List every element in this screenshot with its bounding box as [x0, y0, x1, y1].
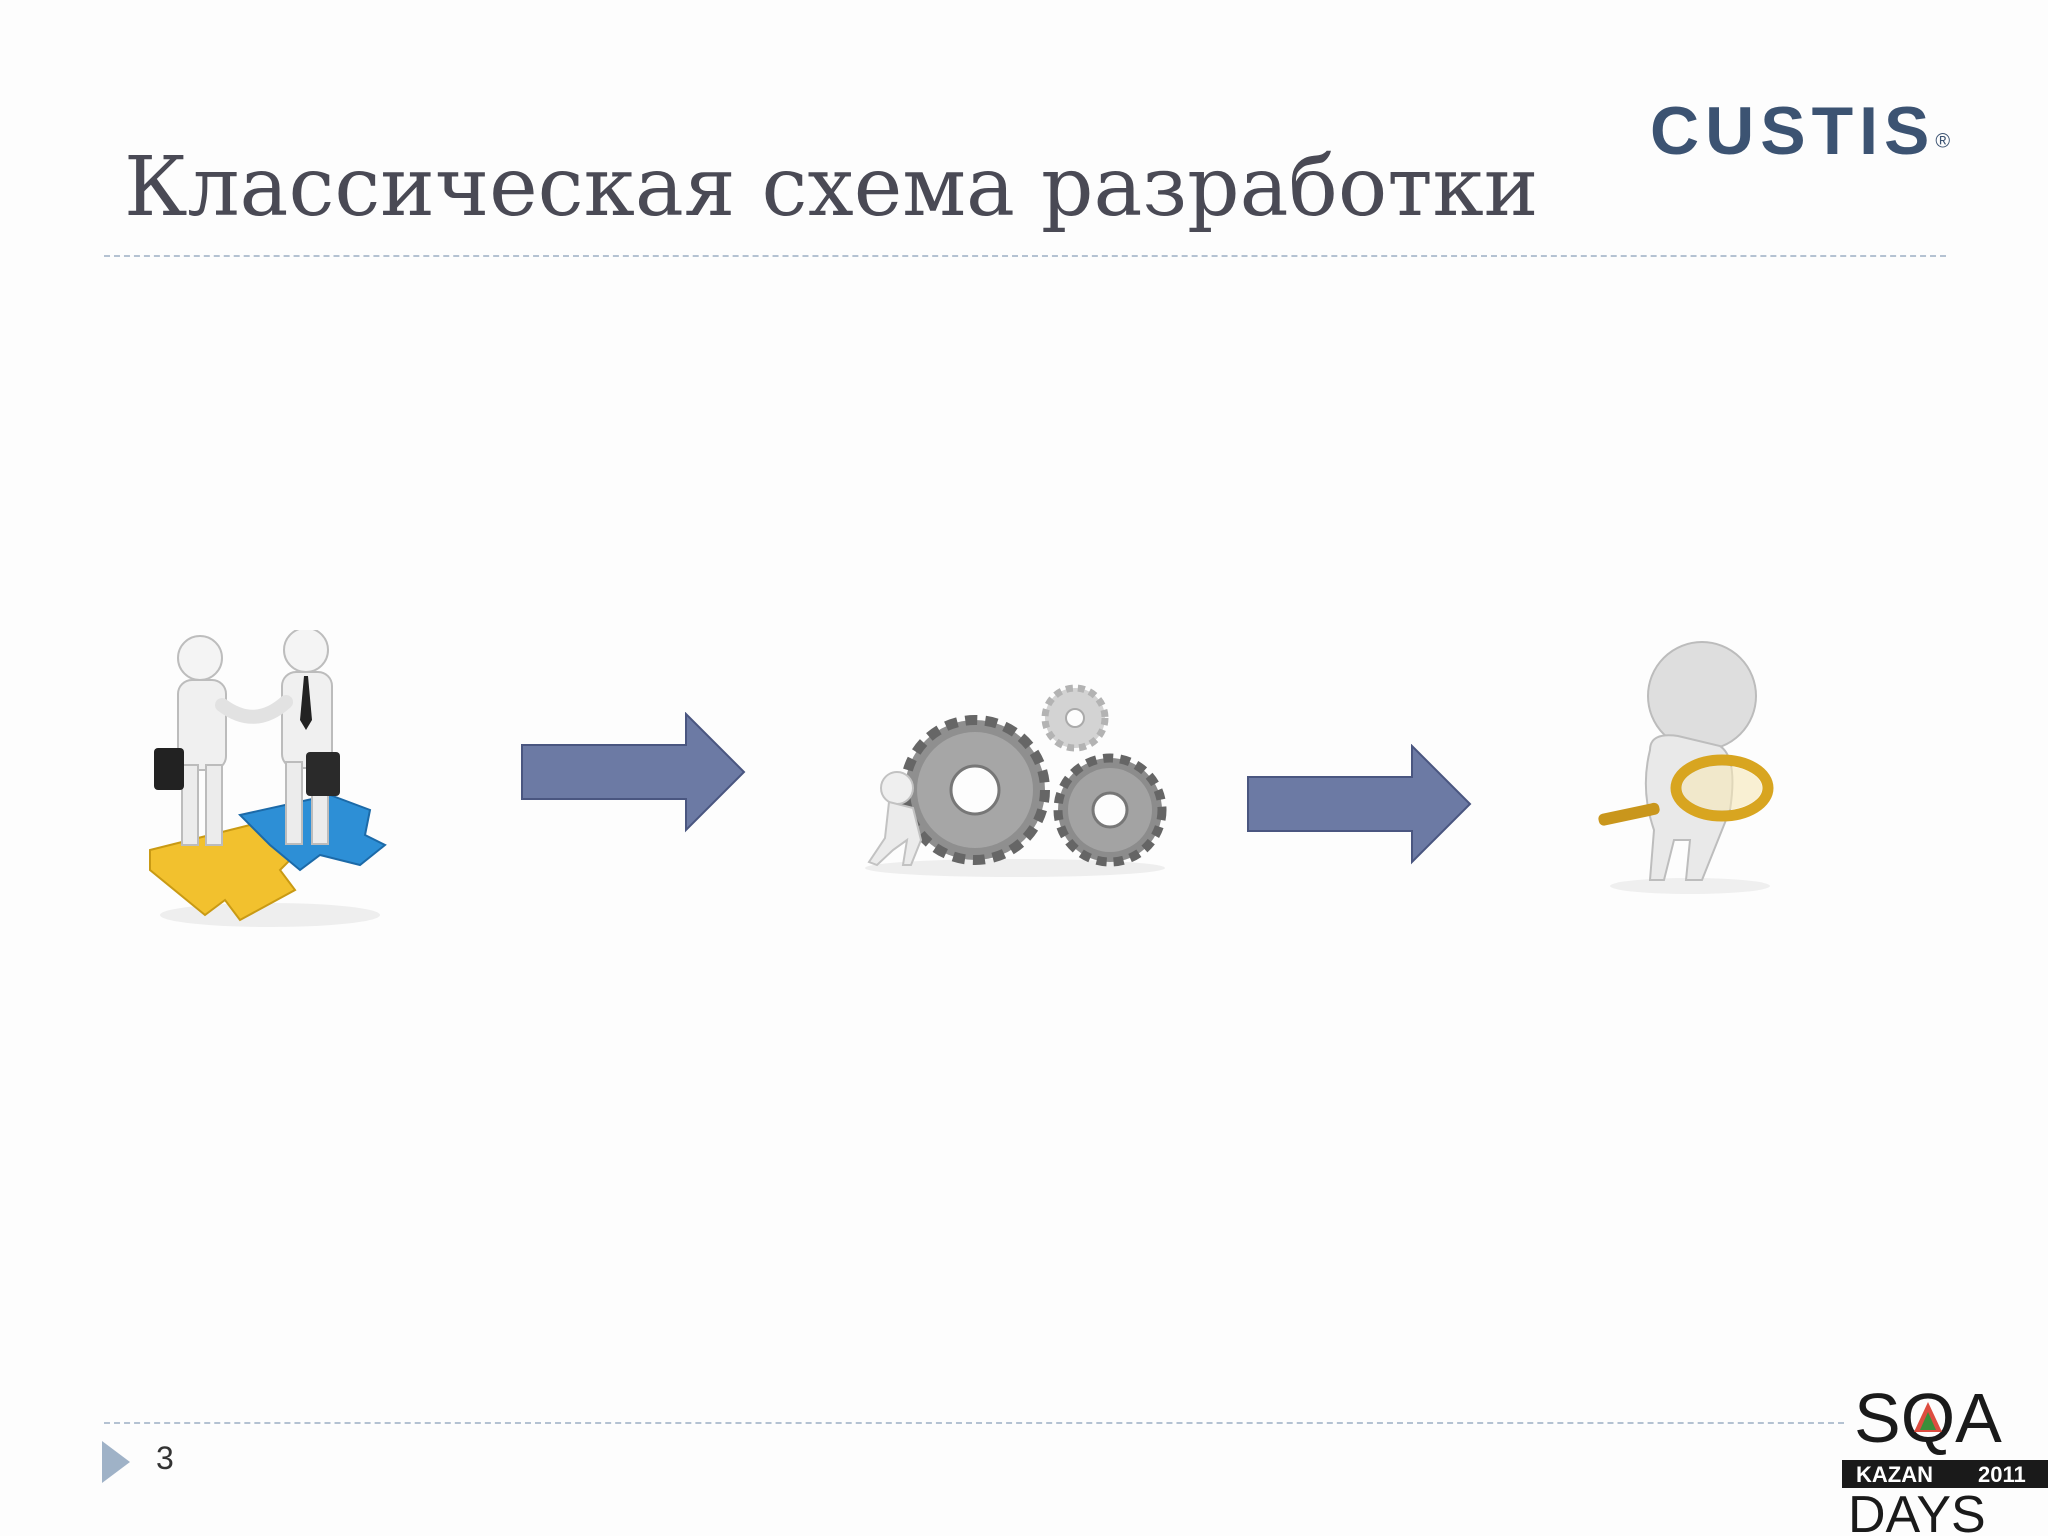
gears-figure-icon	[865, 684, 1167, 877]
flow-arrow-2	[1247, 744, 1472, 865]
registered-mark: ®	[1935, 130, 1951, 153]
title-divider	[104, 255, 1946, 257]
sqa-logo-year: 2011	[1978, 1462, 2026, 1487]
sqa-days-logo: SQA KAZAN 2011 DAYS	[1842, 1380, 2048, 1536]
magnifier-figure-icon	[1598, 641, 1774, 894]
page-marker-icon	[102, 1441, 130, 1483]
sqa-logo-bottom: DAYS	[1848, 1486, 1986, 1536]
footer-divider	[104, 1422, 1844, 1424]
custis-logo-text: CUSTIS	[1650, 93, 1936, 169]
custis-logo: CUSTIS®	[1650, 92, 1950, 170]
page-number: 3	[156, 1440, 174, 1476]
flow-arrow-1	[521, 712, 746, 833]
slide-title: Классическая схема разработки	[124, 140, 1539, 235]
sqa-logo-city: KAZAN	[1856, 1462, 1933, 1487]
handshake-puzzle-icon	[149, 630, 387, 927]
